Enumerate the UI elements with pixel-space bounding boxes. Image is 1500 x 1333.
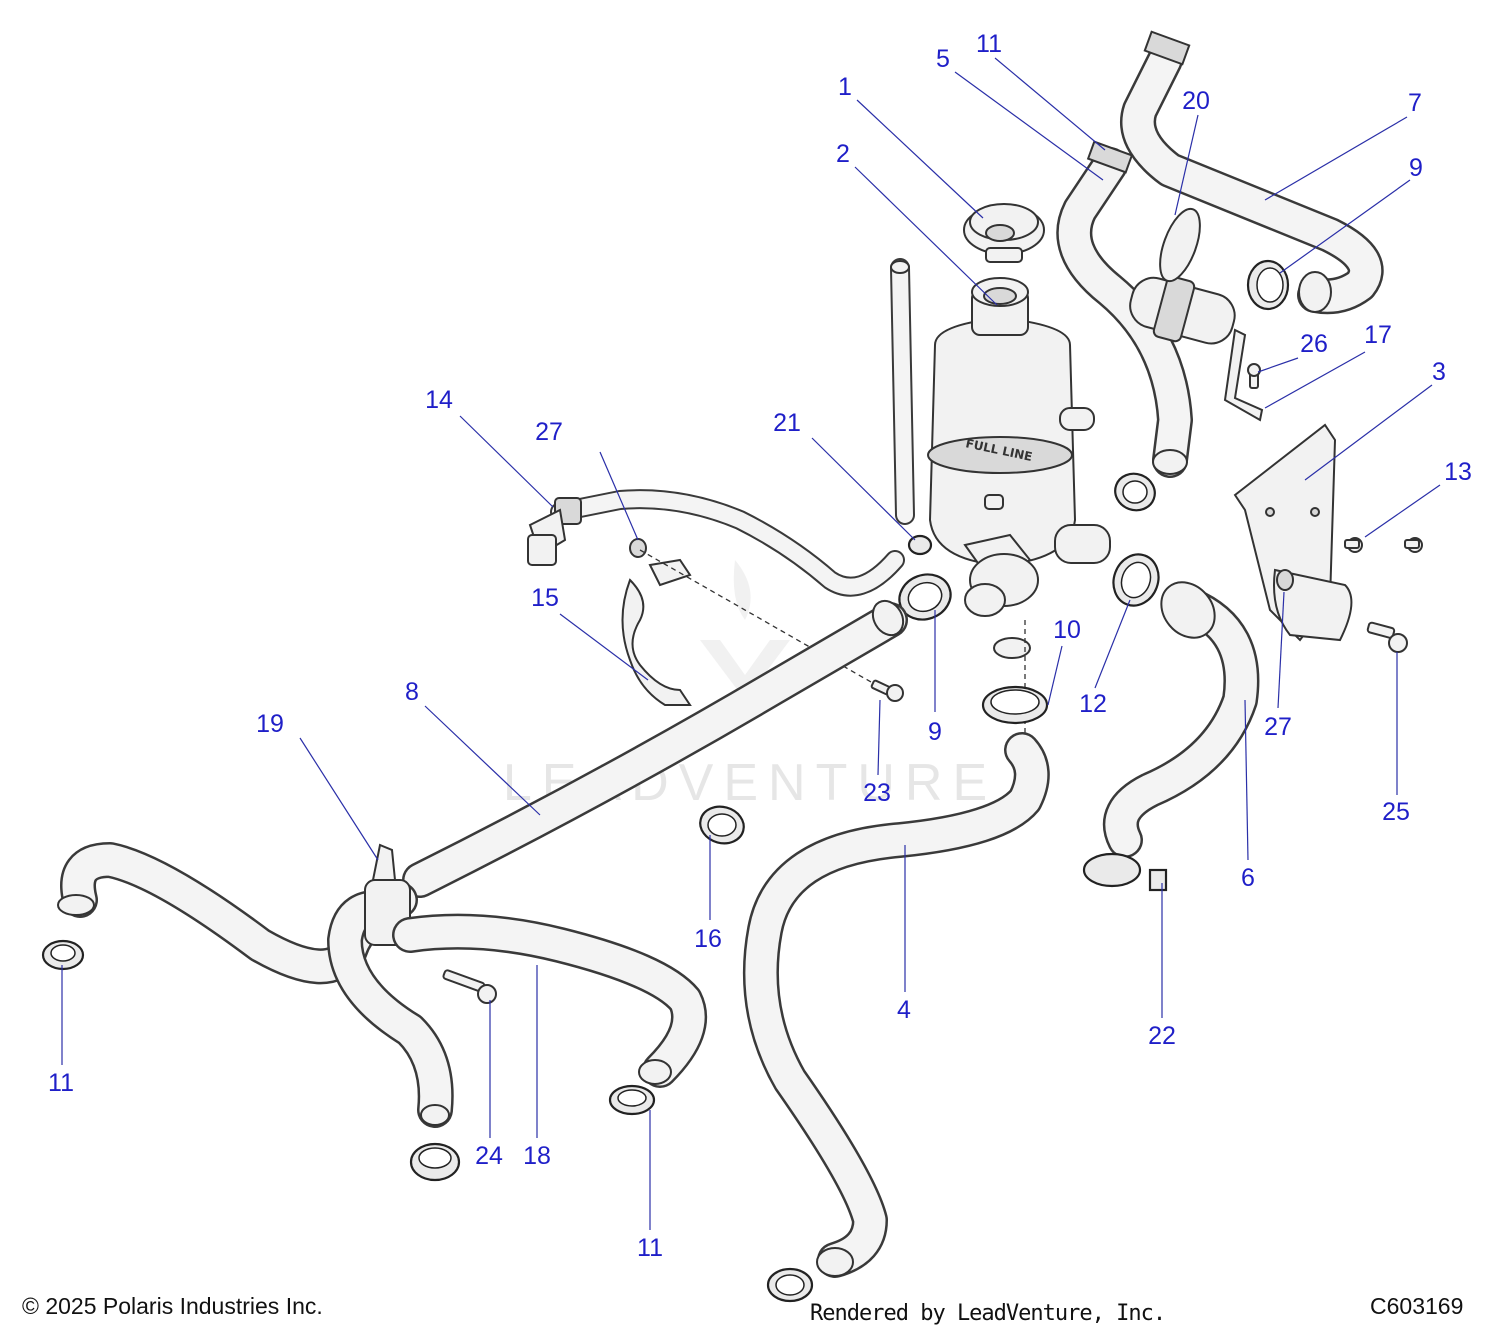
clamp-11-lowerleft[interactable] [409, 1142, 461, 1182]
clamp-5-lower[interactable] [1110, 468, 1160, 516]
watermark-logo [700, 560, 790, 700]
callout-21[interactable]: 21 [773, 409, 801, 437]
callout-15[interactable]: 15 [531, 584, 559, 612]
bolt-13a[interactable] [1344, 537, 1363, 553]
callout-6[interactable]: 6 [1241, 864, 1255, 892]
callout-22[interactable]: 22 [1148, 1022, 1176, 1050]
callout-11-bottom[interactable]: 11 [637, 1234, 663, 1262]
callout-23[interactable]: 23 [863, 779, 891, 807]
drawing-id: C603169 [1370, 1293, 1464, 1319]
rendered-by-text: Rendered by LeadVenture, Inc. [810, 1301, 1166, 1326]
hose-7[interactable] [1120, 30, 1384, 315]
callout-8[interactable]: 8 [405, 678, 419, 706]
callout-9-center[interactable]: 9 [928, 718, 942, 746]
callout-27-right[interactable]: 27 [1264, 713, 1292, 741]
callout-7[interactable]: 7 [1408, 89, 1422, 117]
clamp-9-center[interactable] [893, 567, 957, 626]
callout-14[interactable]: 14 [425, 386, 453, 414]
hose-4[interactable] [742, 732, 1050, 1278]
grommet-27-right[interactable] [1276, 569, 1294, 591]
hose-6[interactable] [1103, 572, 1260, 858]
leader-lines [61, 57, 1441, 1230]
callout-13[interactable]: 13 [1444, 458, 1472, 486]
reservoir-cap-1[interactable] [963, 203, 1045, 263]
bolt-23[interactable] [870, 679, 904, 702]
clamp-9-upper[interactable] [1246, 259, 1290, 311]
hose-8[interactable] [402, 595, 909, 898]
callout-18[interactable]: 18 [523, 1142, 551, 1170]
clamp-11-bottom[interactable] [608, 1084, 656, 1116]
callout-26[interactable]: 26 [1300, 330, 1328, 358]
grommet-27-left[interactable] [629, 538, 647, 558]
callout-3[interactable]: 3 [1432, 358, 1446, 386]
vent-tube[interactable] [890, 258, 915, 525]
hose-5[interactable] [1056, 140, 1193, 478]
callout-11-top[interactable]: 11 [976, 30, 1002, 58]
bolt-13b[interactable] [1404, 537, 1423, 553]
callout-2[interactable]: 2 [836, 140, 850, 168]
heat-shield-15[interactable] [621, 558, 692, 706]
thermostat-housing[interactable] [1125, 273, 1239, 348]
callout-10[interactable]: 10 [1053, 616, 1081, 644]
bolt-25[interactable] [1366, 621, 1408, 653]
reservoir-2[interactable]: FULL LINE [927, 277, 1111, 659]
callout-9-upper[interactable]: 9 [1409, 154, 1423, 182]
callout-16[interactable]: 16 [694, 925, 722, 953]
screw-26[interactable] [1247, 363, 1261, 389]
clamp-4-lower[interactable] [766, 1267, 814, 1303]
callout-12[interactable]: 12 [1079, 690, 1107, 718]
hose-14[interactable] [527, 489, 905, 597]
callout-24[interactable]: 24 [475, 1142, 503, 1170]
bracket-17[interactable] [1223, 328, 1264, 422]
callout-11-left[interactable]: 11 [48, 1069, 74, 1097]
clamp-11-left[interactable] [41, 939, 85, 971]
copyright-text: © 2025 Polaris Industries Inc. [22, 1293, 323, 1319]
clamp-21[interactable] [907, 534, 933, 556]
callout-17[interactable]: 17 [1364, 321, 1392, 349]
callout-25[interactable]: 25 [1382, 798, 1410, 826]
callout-19[interactable]: 19 [256, 710, 284, 738]
hose-19[interactable] [57, 842, 454, 1128]
hose-18[interactable] [392, 913, 708, 1088]
callout-1[interactable]: 1 [838, 73, 852, 101]
callout-20[interactable]: 20 [1182, 87, 1210, 115]
callout-5[interactable]: 5 [936, 45, 950, 73]
callouts: 1 2 3 4 5 6 7 8 9 9 10 11 11 11 12 13 14… [48, 30, 1472, 1262]
callout-4[interactable]: 4 [897, 996, 911, 1024]
clamp-12[interactable] [1106, 548, 1165, 612]
callout-27-left[interactable]: 27 [535, 418, 563, 446]
strap-20[interactable] [1152, 204, 1208, 286]
bracket-3[interactable] [1233, 423, 1353, 642]
clamp-10[interactable] [981, 685, 1049, 725]
bolt-24[interactable] [442, 969, 497, 1004]
clamp-22[interactable] [1082, 852, 1168, 892]
clamp-16[interactable] [696, 802, 748, 848]
